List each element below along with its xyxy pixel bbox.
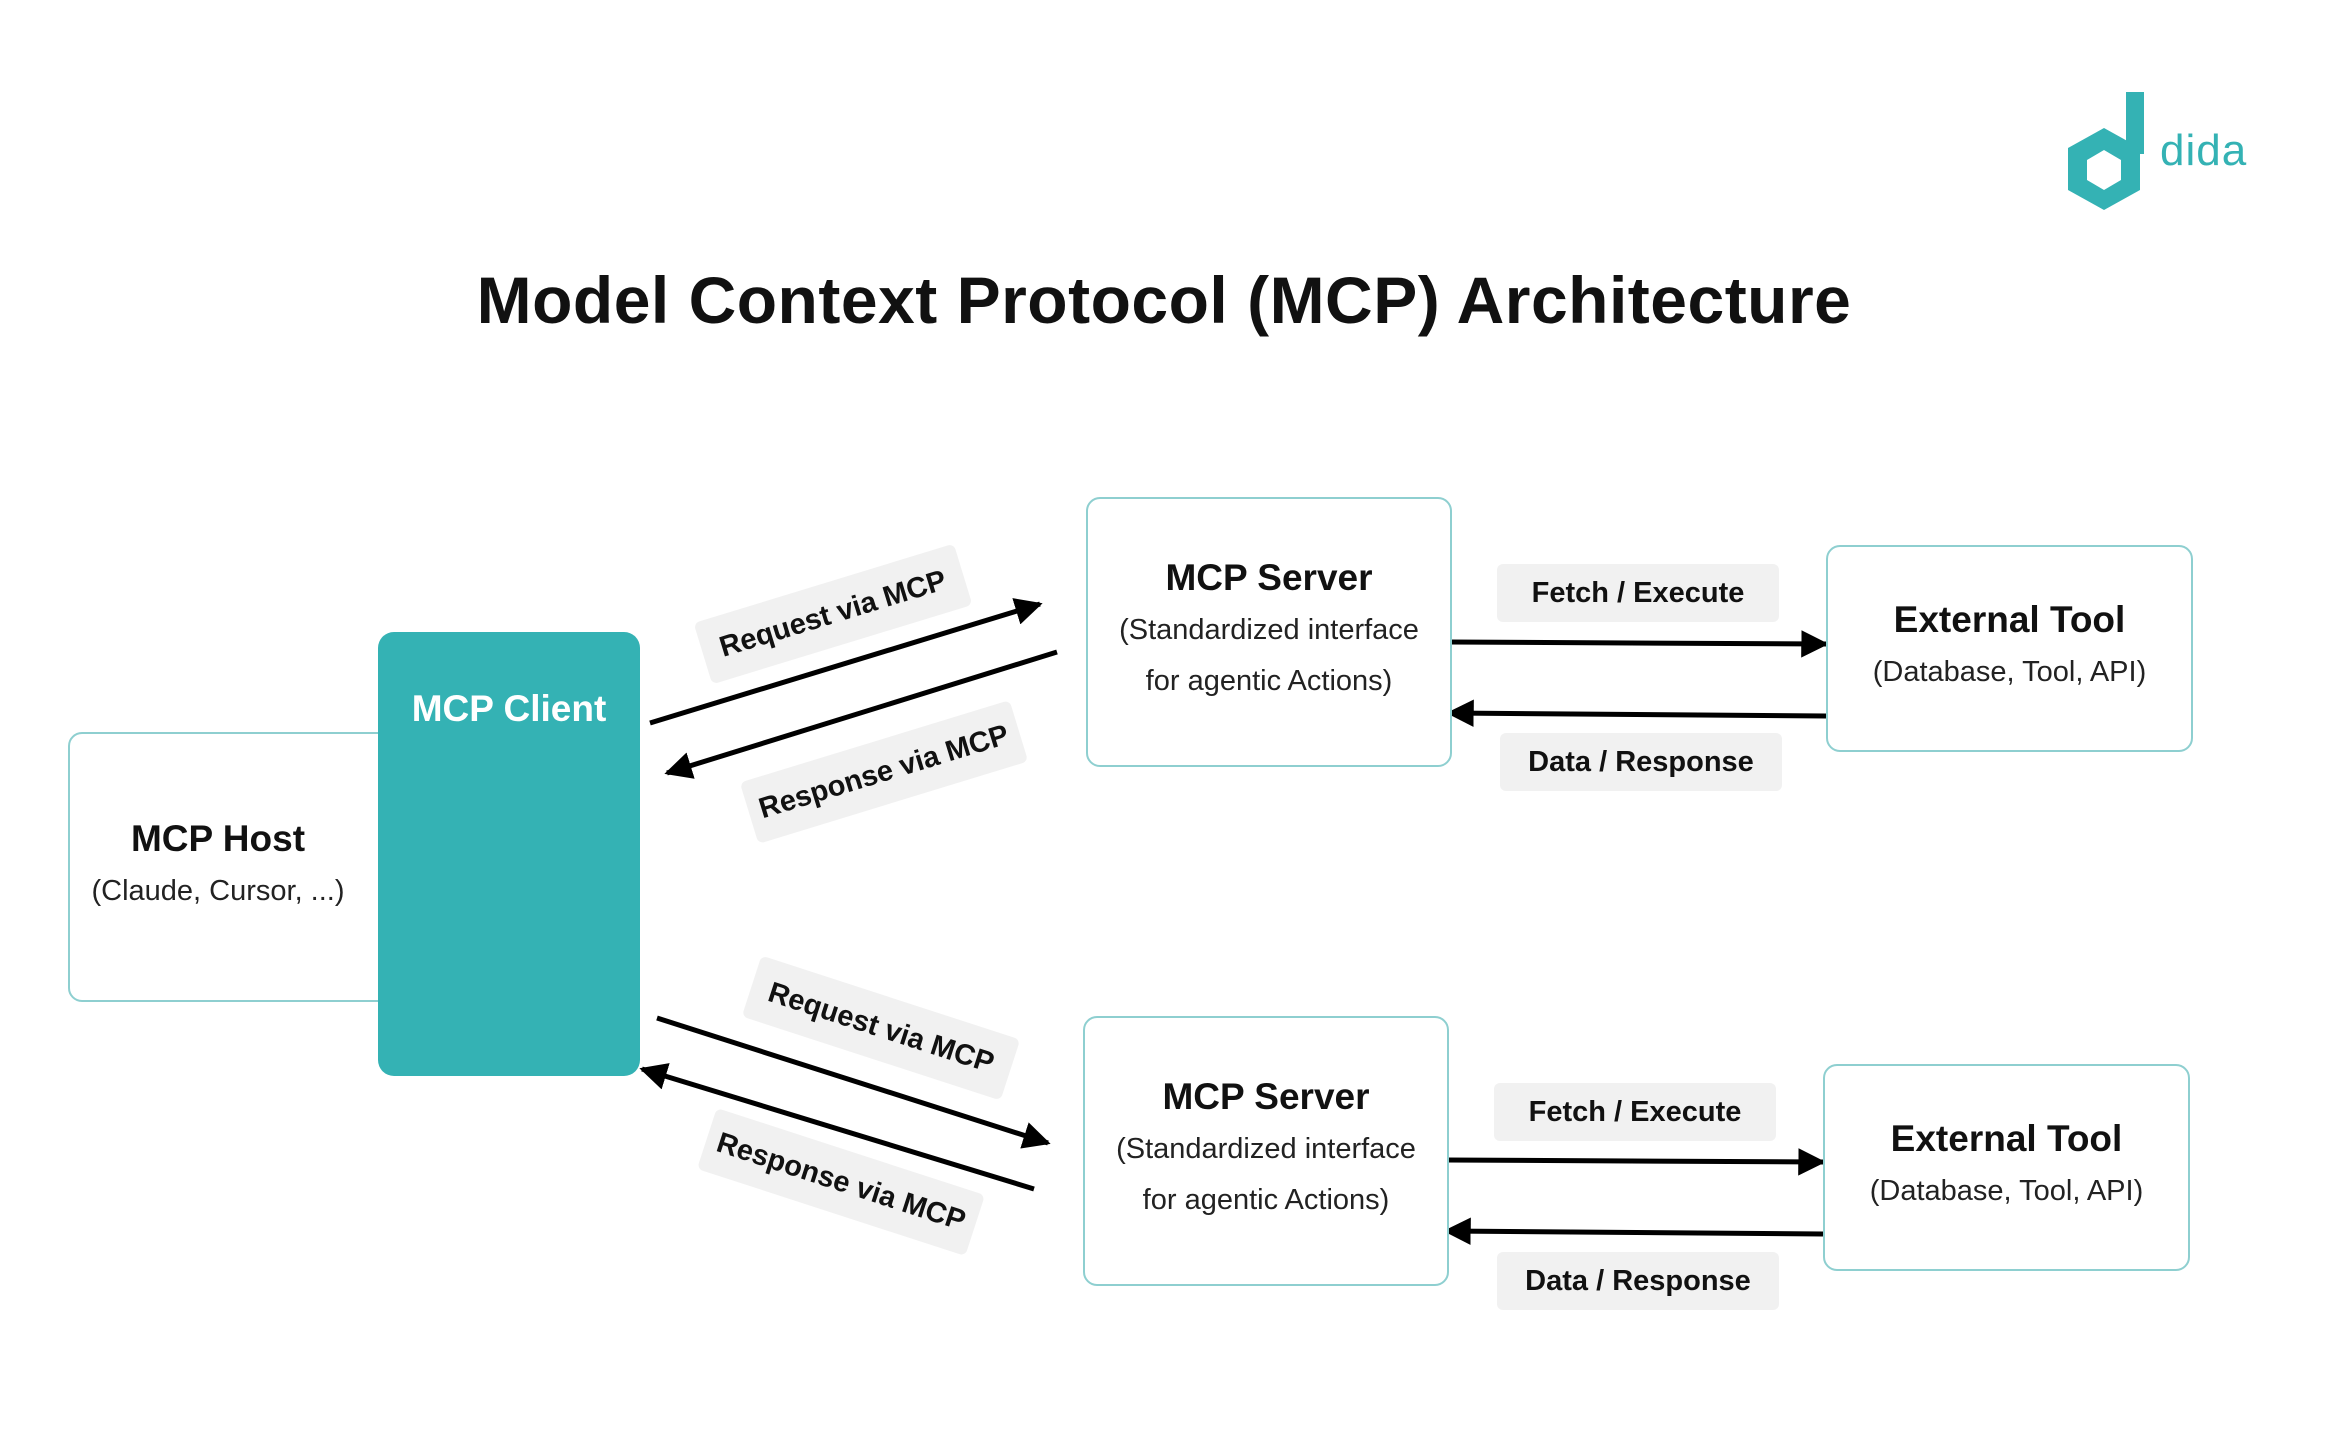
mcp-server-title: MCP Server: [1165, 557, 1373, 598]
external-tool-title: External Tool: [1890, 1118, 2123, 1159]
mcp-server-subtitle: (Standardized interface for agentic Acti…: [1116, 1124, 1416, 1226]
request-arrow-bottom: [656, 1015, 1051, 1149]
mcp-host-title: MCP Host: [130, 817, 306, 859]
fetch-label-top: Fetch / Execute: [1497, 564, 1779, 622]
external-tool-box-bottom: External Tool (Database, Tool, API): [1823, 1064, 2190, 1271]
mcp-server-line2: for agentic Actions): [1142, 1184, 1390, 1216]
diagram-title: Model Context Protocol (MCP) Architectur…: [476, 263, 1852, 337]
external-tool-subtitle: (Database, Tool, API): [1872, 656, 2147, 688]
response-arrow-bottom: [639, 1063, 1035, 1192]
mcp-server-box-bottom: MCP Server (Standardized interface for a…: [1083, 1016, 1449, 1286]
external-tool-box-top: External Tool (Database, Tool, API): [1826, 545, 2193, 752]
mcp-client-box: MCP Client: [378, 632, 640, 1076]
logo-text: dida: [2160, 126, 2248, 175]
mcp-server-subtitle: (Standardized interface for agentic Acti…: [1119, 605, 1419, 707]
request-arrow-top: [649, 598, 1043, 726]
response-arrow-top: [664, 649, 1058, 779]
external-tool-subtitle: (Database, Tool, API): [1869, 1175, 2144, 1207]
data-arrow-bottom: [1443, 1217, 1824, 1245]
mcp-server-line2: for agentic Actions): [1145, 665, 1393, 697]
mcp-host-subtitle: (Claude, Cursor, ...): [91, 874, 345, 907]
fetch-label-bottom: Fetch / Execute: [1494, 1083, 1776, 1141]
mcp-server-line1: (Standardized interface: [1116, 1133, 1416, 1165]
external-tool-title: External Tool: [1893, 599, 2126, 640]
data-label-top: Data / Response: [1500, 733, 1782, 791]
mcp-server-box-top: MCP Server (Standardized interface for a…: [1086, 497, 1452, 767]
data-arrow-top: [1446, 699, 1827, 727]
fetch-arrow-bottom: [1445, 1148, 1826, 1176]
mcp-server-line1: (Standardized interface: [1119, 614, 1419, 646]
fetch-arrow-top: [1448, 630, 1829, 658]
mcp-host-box: MCP Host (Claude, Cursor, ...): [68, 732, 408, 1002]
mcp-server-title: MCP Server: [1162, 1076, 1370, 1117]
dida-logo-icon: [2068, 92, 2144, 210]
data-label-bottom: Data / Response: [1497, 1252, 1779, 1310]
